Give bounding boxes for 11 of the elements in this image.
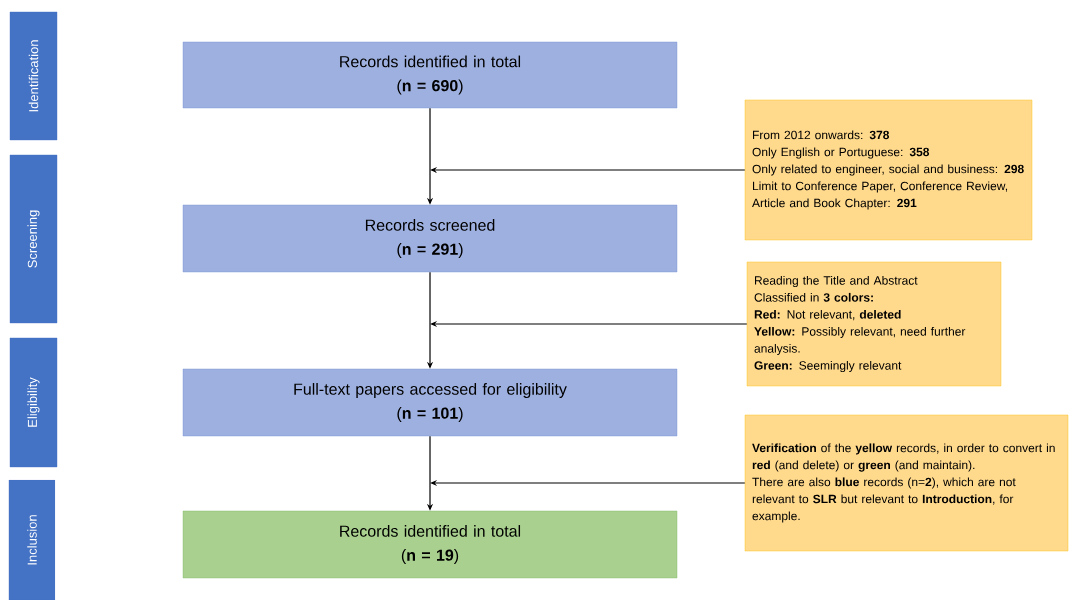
process-box: Full-text papers accessed for eligibility (n = 101) <box>182 368 678 437</box>
stage-band: Inclusion <box>8 479 56 600</box>
stage-band: Screening <box>9 154 58 324</box>
process-box: Records identified in total (n = 19) <box>182 510 678 579</box>
note-box: From 2012 onwards: 378 Only English or Portuguese: 358 Only related to engineer, social and business: 298 Limit to Conference Paper, Conference Review, Article and Book Chapter: 291 <box>744 99 1033 241</box>
stage-band: Identification <box>9 11 58 141</box>
process-box: Records screened (n = 291) <box>182 204 678 273</box>
note-box: Reading the Title and Abstract Classified in 3 colors: Red: Not relevant, deleted Yellow: Possibly relevant, need further analysis. Green: Seemingly relevant <box>746 261 1002 387</box>
note-box: Verification of the yellow records, in order to convert in red (and delete) or green (and maintain). There are also blue records (n=2), which are not relevant to SLR but relevant to Introduction, for example. <box>744 414 1069 552</box>
process-box: Records identified in total (n = 690) <box>182 41 678 109</box>
stage-band: Eligibility <box>9 337 58 468</box>
